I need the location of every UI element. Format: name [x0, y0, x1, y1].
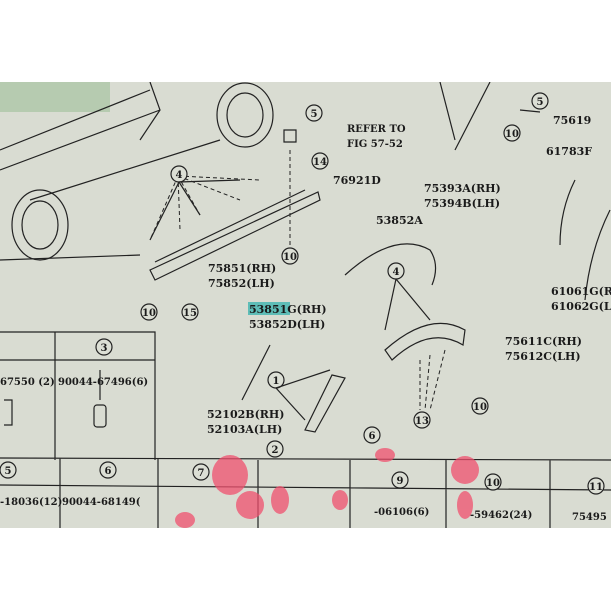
callout-4b: 4: [393, 267, 400, 278]
table-callout-11: 11: [589, 482, 603, 493]
callout-5b: 5: [537, 97, 544, 108]
label-52103a: 52103A(LH): [207, 423, 282, 436]
label-75612c: 75612C(LH): [505, 350, 581, 363]
car-body-sketch: [0, 81, 274, 261]
table-cell: -59462(24): [470, 510, 532, 521]
label-76921d: 76921D: [333, 174, 381, 187]
table-cell: 90044-68149(: [62, 497, 141, 508]
table-cell: 75495: [572, 512, 607, 523]
callout-5: 5: [311, 109, 318, 120]
callout-10d: 10: [473, 402, 487, 413]
table-callout-3: 3: [101, 343, 108, 354]
mudguard-52102b: [304, 374, 346, 433]
callout-1: 1: [273, 376, 280, 387]
label-61783f: 61783F: [546, 145, 592, 158]
callouts: 5 5 14 4 10 10 15 10 4 1 6 2 13 10: [140, 92, 549, 458]
label-61061g: 61061G(RH): [551, 285, 611, 298]
table-cell: 90044-67496(6): [58, 377, 148, 388]
callout-15: 15: [183, 308, 197, 319]
refer-note-line1: REFER TO: [347, 124, 406, 135]
fender-arch-53852a: [344, 243, 437, 286]
label-75852: 75852(LH): [208, 277, 275, 290]
table-cell: -06106(6): [374, 507, 429, 518]
table-cell: -18036(12): [0, 497, 62, 508]
callout-13: 13: [415, 416, 429, 427]
callout-10c: 10: [505, 129, 519, 140]
table-cell: 67550 (2): [0, 377, 55, 388]
label-53852a: 53852A: [376, 214, 423, 227]
callout-2: 2: [272, 445, 279, 456]
label-53852d: 53852D(LH): [249, 318, 325, 331]
callout-10: 10: [283, 252, 297, 263]
label-52102b: 52102B(RH): [207, 408, 285, 421]
table-callout-7: 7: [198, 468, 205, 479]
label-53851g: 53851G(RH): [249, 303, 327, 316]
label-75611c: 75611C(RH): [505, 335, 582, 348]
part-labels: REFER TO FIG 57-52 76921D 75851(RH) 7585…: [207, 114, 611, 436]
wheel-arch-75611c: [384, 322, 466, 361]
callout-4: 4: [176, 170, 183, 181]
callout-10b: 10: [142, 308, 156, 319]
rocker-moulding: [149, 129, 321, 281]
label-75851: 75851(RH): [208, 262, 276, 275]
parts-table: 3 5 6 7 9 10 11 67550 (2) 90044-67496(6)…: [0, 331, 611, 528]
red-marker-scribbles: [175, 448, 479, 528]
table-callout-5: 5: [5, 466, 12, 477]
label-75619: 75619: [553, 114, 591, 127]
parts-diagram-photo: 5 5 14 4 10 10 15 10 4 1 6 2 13 10 REFER…: [0, 81, 611, 528]
label-61062g: 61062G(LH): [551, 300, 611, 313]
table-callout-10: 10: [486, 478, 500, 489]
label-75394b: 75394B(LH): [424, 197, 500, 210]
callout-6: 6: [369, 431, 376, 442]
table-callout-9: 9: [397, 476, 404, 487]
parts-diagram: 5 5 14 4 10 10 15 10 4 1 6 2 13 10 REFER…: [0, 81, 611, 528]
refer-note-line2: FIG 57-52: [347, 139, 403, 150]
label-75393a: 75393A(RH): [424, 182, 501, 195]
table-callout-6: 6: [105, 466, 112, 477]
callout-14: 14: [313, 157, 327, 168]
